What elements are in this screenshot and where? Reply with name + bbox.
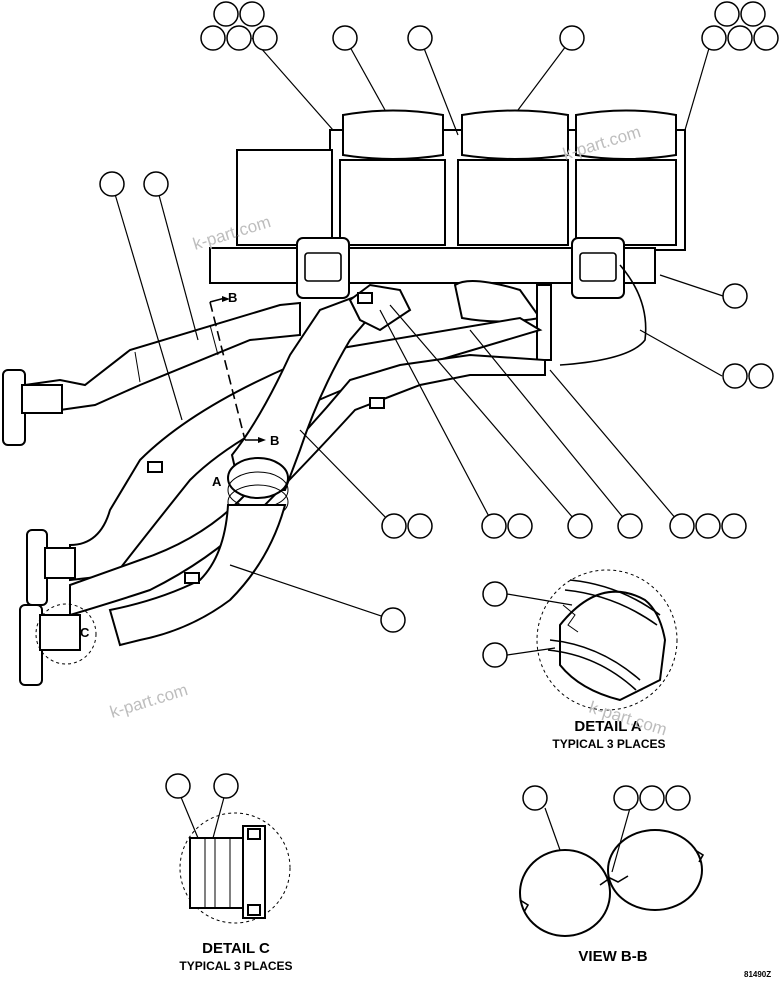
- pipe-clamp-3: [369, 397, 385, 409]
- callout-balloon: [665, 785, 691, 811]
- detail-c-circle: [179, 812, 291, 924]
- callout-balloon: [407, 513, 433, 539]
- callout-balloon: [482, 642, 508, 668]
- callout-balloon: [559, 25, 585, 51]
- callout-balloon: [380, 607, 406, 633]
- callout-balloon: [407, 25, 433, 51]
- detail-a-title: DETAIL A: [574, 718, 641, 735]
- callout-balloon: [381, 513, 407, 539]
- detail-a-circle: [536, 569, 678, 711]
- muffler-cap-center: [461, 109, 569, 160]
- callout-balloon: [613, 785, 639, 811]
- muffler-frame-assembly: [209, 109, 686, 366]
- callout-balloon: [714, 1, 740, 27]
- callout-balloon: [617, 513, 643, 539]
- view-bb-left-pipe: [519, 849, 611, 937]
- watermark-3: k-part.com: [108, 680, 190, 722]
- section-line-b: [209, 296, 266, 443]
- marker-c: C: [80, 625, 90, 640]
- riser-pipe: [230, 293, 382, 491]
- callout-balloon: [740, 1, 766, 27]
- callout-balloon: [482, 581, 508, 607]
- callout-balloon: [507, 513, 533, 539]
- callout-balloon: [639, 785, 665, 811]
- detail-c-subtitle: TYPICAL 3 PLACES: [179, 959, 292, 973]
- callout-balloon: [727, 25, 753, 51]
- section-marker-b-bottom: B: [270, 433, 279, 448]
- callout-balloon: [522, 785, 548, 811]
- callout-balloon: [748, 363, 774, 389]
- callout-balloon: [669, 513, 695, 539]
- muffler-body-left: [339, 159, 446, 246]
- callout-balloon: [213, 1, 239, 27]
- callout-balloon: [722, 363, 748, 389]
- callout-balloon: [567, 513, 593, 539]
- callout-balloon: [721, 513, 747, 539]
- view-bb-right-pipe: [607, 829, 703, 911]
- callout-balloons: [99, 1, 779, 633]
- marker-a: A: [212, 474, 222, 489]
- detail-c-title: DETAIL C: [202, 940, 270, 957]
- frame-side-box: [236, 149, 333, 246]
- detail-a-subtitle: TYPICAL 3 PLACES: [552, 737, 665, 751]
- callout-balloon: [165, 773, 191, 799]
- callout-balloon: [213, 773, 239, 799]
- callout-balloon: [701, 25, 727, 51]
- detail-c: [165, 773, 291, 924]
- callout-balloon: [239, 1, 265, 27]
- section-marker-b-top: B: [228, 290, 237, 305]
- callout-balloon: [722, 283, 748, 309]
- view-bb-title: VIEW B-B: [578, 948, 647, 965]
- callout-balloon: [753, 25, 779, 51]
- muffler-cap-right: [575, 109, 677, 160]
- callout-balloon: [252, 25, 278, 51]
- detail-c-ref-circle: [35, 603, 97, 665]
- callout-balloon: [143, 171, 169, 197]
- pipe-end-lower: [19, 604, 43, 686]
- frame-outlet: [453, 280, 542, 323]
- muffler-body-center: [457, 159, 569, 246]
- callout-balloon: [695, 513, 721, 539]
- muffler-body-right: [575, 159, 677, 246]
- pipe-clamp-4: [357, 292, 373, 304]
- callout-balloon: [99, 171, 125, 197]
- pipe-end-upper-coupler: [21, 384, 63, 414]
- pipe-clamp-1: [147, 461, 163, 473]
- callout-balloon: [226, 25, 252, 51]
- view-bb: [519, 785, 705, 937]
- exhaust-pipes: [2, 283, 546, 686]
- support-strap: [536, 284, 552, 361]
- callout-balloon: [200, 25, 226, 51]
- muffler-cap-left: [342, 109, 444, 160]
- drawing-code: 81490Z: [744, 970, 771, 979]
- detail-c-pipe: [189, 837, 246, 909]
- callout-balloon: [332, 25, 358, 51]
- pipe-end-lower-coupler: [39, 614, 81, 651]
- flex-lower-pipe: [108, 504, 287, 647]
- joint-a-clamp: [227, 457, 289, 499]
- leader-lines: [111, 37, 724, 621]
- detail-a: [482, 569, 678, 711]
- detail-c-flange: [242, 825, 266, 919]
- callout-balloon: [481, 513, 507, 539]
- pipe-clamp-2: [184, 572, 200, 584]
- pipe-end-middle-coupler: [44, 547, 76, 579]
